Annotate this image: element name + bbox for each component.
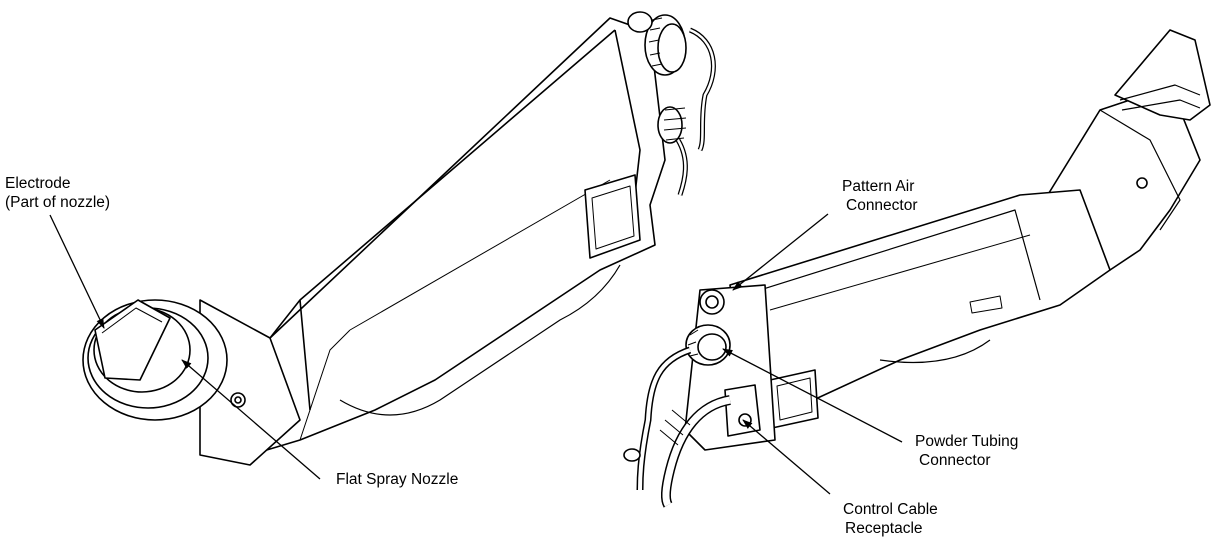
label-electrode-line2: (Part of nozzle) — [5, 194, 111, 211]
label-powder-tubing-connector: Powder Tubing Connector — [915, 432, 1018, 470]
left-gun-rear-connector — [627, 11, 716, 196]
label-pattern-air-connector-line2: Connector — [846, 197, 918, 214]
label-flat-spray-nozzle: Flat Spray Nozzle — [336, 470, 458, 489]
leader-lines — [49, 213, 903, 495]
left-spray-gun — [82, 11, 716, 466]
leader-control-cable-receptacle — [742, 419, 831, 495]
leader-electrode — [49, 214, 105, 329]
label-control-cable-receptacle-line1: Control Cable — [843, 501, 938, 518]
label-pattern-air-connector-line1: Pattern Air — [842, 178, 915, 195]
leader-pattern-air-connector — [732, 213, 829, 291]
left-gun-front-nozzle — [82, 299, 301, 466]
label-powder-tubing-connector-line2: Connector — [919, 452, 991, 469]
label-powder-tubing-connector-line1: Powder Tubing — [915, 433, 1019, 450]
label-control-cable-receptacle-line2: Receptacle — [845, 520, 923, 537]
label-control-cable-receptacle: Control Cable Receptacle — [843, 500, 938, 538]
label-electrode: Electrode (Part of nozzle) — [5, 174, 110, 212]
leader-flat-spray-nozzle — [181, 359, 321, 480]
label-flat-spray-nozzle-line1: Flat Spray Nozzle — [336, 471, 459, 488]
label-electrode-line1: Electrode — [5, 175, 71, 192]
right-spray-gun — [623, 29, 1211, 508]
label-pattern-air-connector: Pattern Air Connector — [842, 177, 918, 215]
leader-powder-tubing-connector — [722, 348, 903, 443]
